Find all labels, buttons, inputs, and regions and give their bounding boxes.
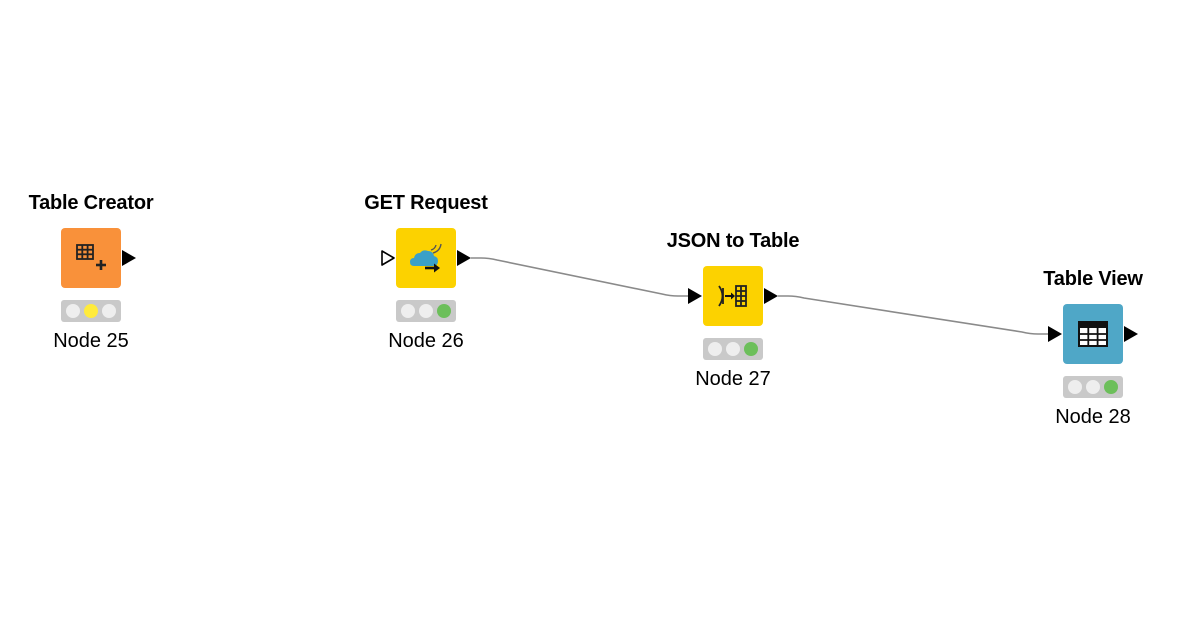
table-grid-icon	[1078, 321, 1108, 347]
status-indicator	[396, 300, 456, 322]
node-title: Table View	[1043, 268, 1143, 290]
status-dot	[419, 304, 433, 318]
status-dot	[401, 304, 415, 318]
cloud-download-icon	[410, 243, 442, 273]
json-to-table-icon	[718, 285, 747, 307]
output-port[interactable]	[456, 248, 472, 268]
status-indicator	[61, 300, 121, 322]
status-dot	[744, 342, 758, 356]
status-dot	[84, 304, 98, 318]
node-title: JSON to Table	[666, 230, 800, 252]
node-title: Table Creator	[28, 192, 154, 214]
status-dot	[1104, 380, 1118, 394]
status-dot	[1068, 380, 1082, 394]
input-port[interactable]	[687, 286, 703, 306]
status-dot	[1086, 380, 1100, 394]
node-label[interactable]: Node 27	[695, 368, 771, 390]
output-port[interactable]	[1123, 324, 1139, 344]
status-dot	[66, 304, 80, 318]
output-port[interactable]	[763, 286, 779, 306]
node-label[interactable]: Node 26	[388, 330, 464, 352]
node-icon-button[interactable]	[1063, 304, 1123, 364]
input-port[interactable]	[1047, 324, 1063, 344]
status-indicator	[703, 338, 763, 360]
node-title: GET Request	[364, 192, 488, 214]
status-indicator	[1063, 376, 1123, 398]
node-icon-button[interactable]	[61, 228, 121, 288]
status-dot	[437, 304, 451, 318]
status-dot	[708, 342, 722, 356]
table-creator-icon	[76, 244, 106, 270]
output-port[interactable]	[121, 248, 137, 268]
connection-line[interactable]	[471, 257, 688, 297]
status-dot	[726, 342, 740, 356]
connection-line[interactable]	[778, 295, 1048, 335]
status-dot	[102, 304, 116, 318]
node-icon-button[interactable]	[396, 228, 456, 288]
node-icon-button[interactable]	[703, 266, 763, 326]
node-label[interactable]: Node 28	[1055, 406, 1131, 428]
node-label[interactable]: Node 25	[53, 330, 129, 352]
input-port[interactable]	[380, 248, 396, 268]
